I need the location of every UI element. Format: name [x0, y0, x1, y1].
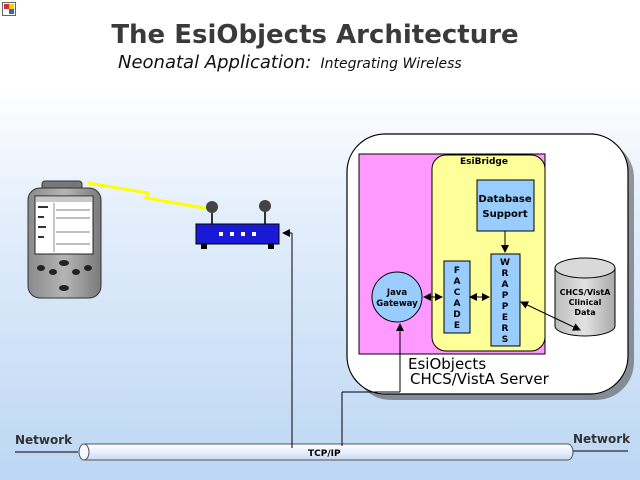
wrappers-box: W R A P P E R S	[490, 253, 521, 347]
wrappers-letter: P	[502, 302, 509, 312]
facade-letter: A	[454, 277, 461, 287]
wrappers-letter: R	[502, 324, 509, 334]
app-icon	[2, 2, 16, 16]
router-network-connector	[282, 229, 293, 448]
wireless-link	[87, 181, 211, 211]
database-support-line2: Support	[482, 209, 527, 220]
wrappers-letter: E	[502, 313, 508, 323]
database-support-box: Database Support	[476, 179, 535, 232]
database-support-line1: Database	[478, 194, 531, 205]
clinical-data-line1: CHCS/VistA	[560, 288, 612, 297]
facade-letter: F	[454, 266, 460, 276]
facade-letter: E	[454, 321, 460, 331]
facade-box: F A C A D E	[443, 260, 471, 334]
esiobjects-label: EsiObjects	[408, 355, 486, 373]
facade-letter: D	[453, 310, 460, 320]
wrappers-letter: P	[502, 291, 509, 301]
java-gateway-circle: Java Gateway	[371, 271, 423, 323]
clinical-data-line2: Clinical	[569, 298, 602, 307]
subtitle-secondary: Integrating Wireless	[320, 56, 462, 72]
server-network-connector	[341, 323, 404, 446]
wrappers-letter: W	[500, 258, 510, 268]
network-label-left: Network	[15, 433, 73, 447]
esibridge-label: EsiBridge	[460, 157, 508, 167]
java-gateway-line2: Gateway	[376, 299, 418, 309]
clinical-data-cylinder: CHCS/VistA Clinical Data	[554, 257, 616, 337]
tcpip-label: TCP/IP	[308, 449, 341, 459]
java-gateway-line1: Java	[386, 288, 407, 298]
network-pipe	[15, 443, 628, 461]
wrappers-letter: R	[502, 269, 509, 279]
wrappers-letter: S	[502, 335, 508, 345]
slide-subtitle: Neonatal Application: Integrating Wirele…	[118, 52, 462, 73]
server-label: CHCS/VistA Server	[410, 370, 550, 388]
subtitle-main: Neonatal Application:	[118, 52, 312, 73]
slide-title: The EsiObjects Architecture	[111, 20, 519, 50]
clinical-data-line3: Data	[574, 308, 595, 317]
network-label-right: Network	[573, 432, 631, 446]
wrappers-data-arrow	[520, 301, 581, 331]
facade-letter: C	[454, 288, 461, 298]
wireless-router-icon	[195, 200, 280, 249]
wrappers-letter: A	[502, 280, 509, 290]
facade-letter: A	[454, 299, 461, 309]
pda-device-icon	[27, 180, 102, 299]
